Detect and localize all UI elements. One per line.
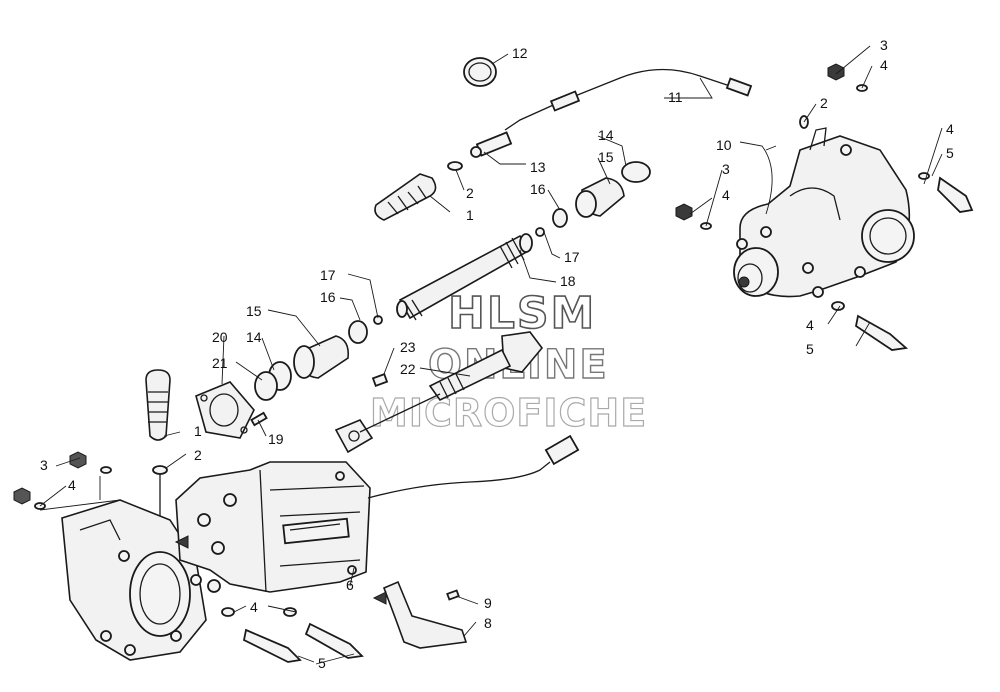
callout-19: 19 — [268, 431, 284, 447]
callout-14: 14 — [246, 329, 262, 345]
callout-17: 17 — [564, 249, 580, 265]
part-flange-20 — [195, 381, 255, 439]
part-boot-1b — [145, 369, 171, 441]
callout-11: 11 — [668, 89, 683, 105]
part-housing-left — [61, 499, 207, 661]
callout-17: 17 — [320, 267, 336, 283]
part-cable-11 — [504, 68, 753, 131]
callout-16: 16 — [320, 289, 336, 305]
callout-15: 15 — [246, 303, 262, 319]
callout-14: 14 — [598, 127, 614, 143]
callout-1: 1 — [194, 423, 202, 439]
callout-5: 5 — [318, 655, 326, 671]
part-boot-1a — [374, 173, 437, 221]
part-clamp-12 — [463, 57, 497, 87]
leader-lines — [39, 45, 943, 665]
callout-4: 4 — [880, 57, 888, 73]
callout-5: 5 — [946, 145, 954, 161]
part-fasteners-left — [13, 451, 112, 510]
callout-12: 12 — [512, 45, 528, 61]
part-bracket-8 — [372, 580, 468, 649]
callout-23: 23 — [400, 339, 416, 355]
callout-18: 18 — [560, 273, 576, 289]
callout-20: 20 — [212, 329, 228, 345]
callout-9: 9 — [484, 595, 492, 611]
callout-3: 3 — [722, 161, 730, 177]
watermark-line1: HLSM — [448, 288, 596, 339]
callout-2: 2 — [194, 447, 202, 463]
callout-22: 22 — [400, 361, 416, 377]
part-bolt-23 — [371, 373, 389, 387]
part-cable-end-13 — [470, 131, 513, 158]
watermark-line3: MICROFICHE — [370, 391, 647, 435]
callout-4: 4 — [806, 317, 814, 333]
callout-16: 16 — [530, 181, 546, 197]
callout-1: 1 — [466, 207, 474, 223]
callout-4: 4 — [68, 477, 76, 493]
callout-21: 21 — [212, 355, 228, 371]
callout-4: 4 — [946, 121, 954, 137]
callout-13: 13 — [530, 159, 546, 175]
callout-15: 15 — [598, 149, 614, 165]
callout-3: 3 — [880, 37, 888, 53]
part-bolt-19 — [250, 411, 268, 427]
callout-2: 2 — [820, 95, 828, 111]
callout-5: 5 — [806, 341, 814, 357]
part-clip-2a — [447, 161, 463, 171]
callout-4: 4 — [250, 599, 258, 615]
callout-10: 10 — [716, 137, 732, 153]
callout-3: 3 — [40, 457, 48, 473]
callout-6: 6 — [346, 577, 354, 593]
part-ball-17a — [535, 227, 545, 237]
part-bushings-top — [552, 161, 651, 228]
callout-2: 2 — [466, 185, 474, 201]
callout-numbers: 12 11 3 4 2 10 14 15 16 13 2 1 4 5 3 4 1… — [40, 37, 954, 671]
callout-4: 4 — [722, 187, 730, 203]
callout-8: 8 — [484, 615, 492, 631]
part-gearbox-6 — [174, 461, 371, 593]
part-coupler-22 — [334, 331, 544, 454]
part-housing-10 — [733, 127, 915, 298]
part-bushings-middle — [254, 315, 383, 401]
part-wire-harness — [367, 434, 580, 499]
part-fasteners-bottom — [221, 607, 364, 663]
